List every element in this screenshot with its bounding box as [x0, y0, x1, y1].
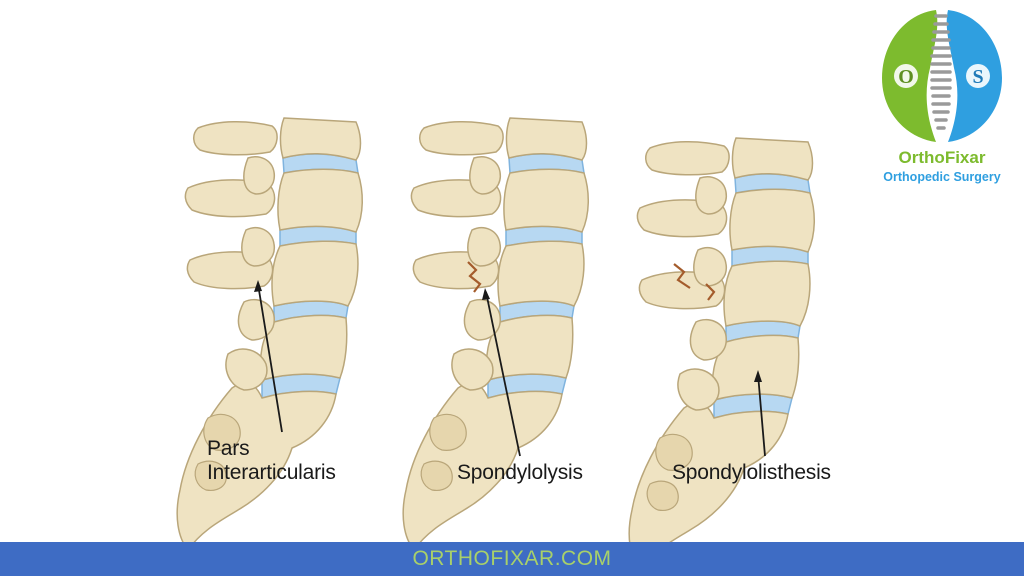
- spine-logo-icon: O S: [882, 10, 1002, 142]
- spine-spondylolysis: [402, 117, 590, 551]
- footer-site-link[interactable]: ORTHOFIXAR.COM: [412, 547, 612, 570]
- logo-letter-s: S: [972, 66, 983, 88]
- pars-label-line2: Interarticularis: [207, 461, 336, 484]
- pars-label-line1: Pars: [207, 437, 250, 460]
- slipped-fracture-mark: [673, 263, 716, 301]
- footer-bar: ORTHOFIXAR.COM: [0, 542, 1024, 576]
- pars-pointer-arrow: [257, 283, 283, 433]
- logo-letter-o: O: [898, 66, 914, 88]
- logo-brand-name: OrthoFixar: [898, 148, 986, 167]
- spondylolisthesis-pointer-arrow: [757, 373, 766, 457]
- pars-interarticularis-label: Pars Interarticularis: [207, 437, 336, 485]
- pars-fracture-mark: [467, 261, 482, 293]
- spondylolysis-label: Spondylolysis: [457, 461, 583, 484]
- spondylolisthesis-label: Spondylolisthesis: [672, 461, 831, 484]
- orthofixar-logo[interactable]: O S OrthoFixar Orthopedic Surgery: [876, 6, 1008, 188]
- spine-normal: [176, 117, 364, 551]
- spine-spondylolisthesis: [628, 137, 816, 571]
- logo-tagline: Orthopedic Surgery: [883, 170, 1001, 184]
- spondylolysis-pointer-arrow: [485, 291, 521, 457]
